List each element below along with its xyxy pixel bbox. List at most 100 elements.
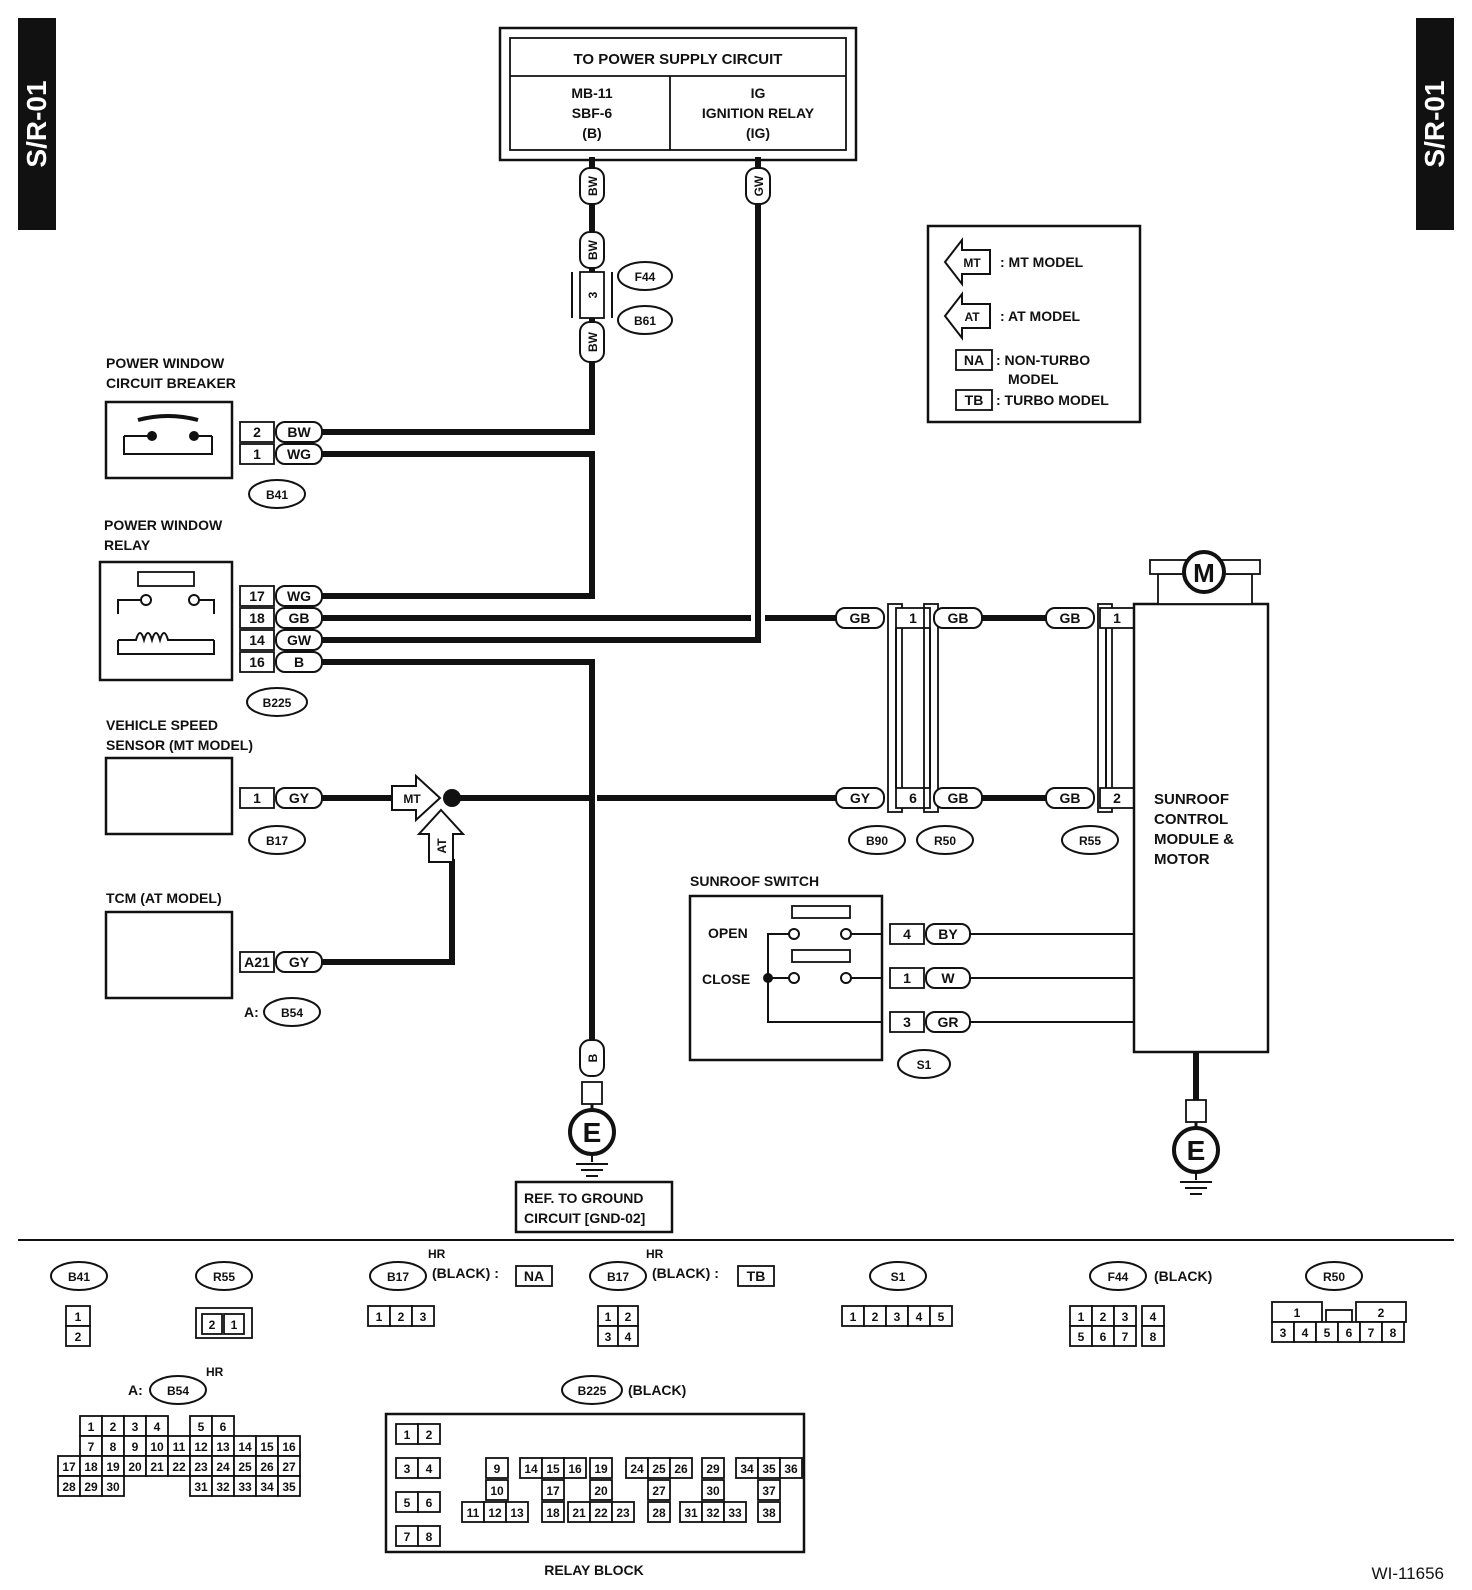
b54-pin-label: 14 bbox=[238, 1440, 252, 1454]
b225-pin-label: 10 bbox=[490, 1484, 504, 1498]
svg-text:B17: B17 bbox=[387, 1270, 409, 1284]
b225-pin bbox=[701, 1479, 725, 1501]
b225-pin-label: 32 bbox=[706, 1506, 720, 1520]
pin-s1-1: 1 bbox=[903, 970, 911, 986]
wire-bw-3: BW bbox=[586, 331, 600, 352]
f44-pin-label: 3 bbox=[1122, 1310, 1129, 1324]
svg-text:3: 3 bbox=[420, 1310, 427, 1324]
sunroof-label-2: CONTROL bbox=[1154, 811, 1228, 828]
relay-label-2: RELAY bbox=[104, 537, 151, 553]
b225-pin bbox=[723, 1501, 747, 1523]
b54-pin-label: 3 bbox=[132, 1420, 139, 1434]
wire-bw-b41: BW bbox=[287, 424, 311, 440]
wire-b-relay: B bbox=[294, 654, 304, 670]
b54-pin-label: 23 bbox=[194, 1460, 208, 1474]
b54-pin-label: 30 bbox=[106, 1480, 120, 1494]
f44-pin-label: 7 bbox=[1122, 1330, 1129, 1344]
b54-pin-label: 20 bbox=[128, 1460, 142, 1474]
wire-gw-1: GW bbox=[752, 175, 766, 196]
b225-pin bbox=[541, 1479, 565, 1501]
conn-b41: B41 bbox=[266, 488, 288, 502]
b54-pin-label: 22 bbox=[172, 1460, 186, 1474]
svg-text:F44: F44 bbox=[1108, 1270, 1129, 1284]
relay-label-1: POWER WINDOW bbox=[104, 517, 223, 533]
wire-by: BY bbox=[938, 926, 958, 942]
b225-pin bbox=[589, 1457, 613, 1479]
b54-pin-label: 28 bbox=[62, 1480, 76, 1494]
pin-r55-1: 1 bbox=[1113, 610, 1121, 626]
b54-pin-label: 10 bbox=[150, 1440, 164, 1454]
b54-pin-label: 8 bbox=[110, 1440, 117, 1454]
pin-b41-1: 1 bbox=[253, 446, 261, 462]
b225-pin-label: 1 bbox=[404, 1428, 411, 1442]
s1-pin-label: 3 bbox=[894, 1310, 901, 1324]
b225-pin bbox=[541, 1501, 565, 1523]
wire-gr: GR bbox=[938, 1014, 959, 1030]
f44-pin-label: 5 bbox=[1078, 1330, 1085, 1344]
f44-pin-label: 2 bbox=[1100, 1310, 1107, 1324]
wire-gb-r50-2: GB bbox=[948, 790, 969, 806]
power-supply-left-1: MB-11 bbox=[571, 85, 612, 101]
b54-pin-label: 4 bbox=[154, 1420, 161, 1434]
svg-text:3: 3 bbox=[605, 1330, 612, 1344]
b225-pin bbox=[589, 1479, 613, 1501]
pin-b41-2: 2 bbox=[253, 424, 261, 440]
conn-r50: R50 bbox=[934, 834, 956, 848]
at-arrow: AT bbox=[435, 838, 449, 854]
b225-pin-label: 8 bbox=[426, 1530, 433, 1544]
r50-pin-label: 5 bbox=[1324, 1326, 1331, 1340]
ground-e-symbol: E bbox=[583, 1117, 602, 1148]
b225-pin bbox=[647, 1501, 671, 1523]
b225-pin-label: 24 bbox=[630, 1462, 644, 1476]
legend-na-text-1: : NON-TURBO bbox=[996, 352, 1090, 368]
b225-pin bbox=[647, 1479, 671, 1501]
switch-title: SUNROOF SWITCH bbox=[690, 873, 819, 889]
power-supply-right-3: (IG) bbox=[746, 125, 770, 141]
b54-pin bbox=[101, 1475, 125, 1497]
b225-pin bbox=[417, 1491, 441, 1513]
pin-b225-16: 16 bbox=[249, 654, 265, 670]
switch-close: CLOSE bbox=[702, 971, 750, 987]
mt-arrow: MT bbox=[403, 792, 421, 806]
svg-text:B41: B41 bbox=[68, 1270, 90, 1284]
b225-pin-label: 15 bbox=[546, 1462, 560, 1476]
b54-pin-label: 9 bbox=[132, 1440, 139, 1454]
power-supply-left-3: (B) bbox=[582, 125, 601, 141]
sunroof-label-4: MOTOR bbox=[1154, 851, 1210, 868]
connector-r55: GB GB 1 2 R55 bbox=[1045, 603, 1135, 855]
b54-pin-label: 17 bbox=[62, 1460, 76, 1474]
b225-pin-label: 36 bbox=[784, 1462, 798, 1476]
b225-pin-label: 13 bbox=[510, 1506, 524, 1520]
b225-pin-label: 31 bbox=[684, 1506, 698, 1520]
svg-text:2: 2 bbox=[75, 1330, 82, 1344]
wire-gy-b90: GY bbox=[850, 790, 871, 806]
conn-b54-prefix: A: bbox=[244, 1004, 259, 1020]
wire-gw-relay: GW bbox=[287, 632, 312, 648]
svg-text:B54: B54 bbox=[167, 1384, 189, 1398]
circuit-breaker: POWER WINDOW CIRCUIT BREAKER 2 1 BW WG B… bbox=[104, 355, 323, 509]
b225-pin-label: 18 bbox=[546, 1506, 560, 1520]
conn-b90: B90 bbox=[866, 834, 888, 848]
b225-pin bbox=[505, 1501, 529, 1523]
svg-text:HR: HR bbox=[206, 1365, 224, 1379]
conn-b17: B17 bbox=[266, 834, 288, 848]
f44-pin-label: 1 bbox=[1078, 1310, 1085, 1324]
sunroof-label-3: MODULE & bbox=[1154, 831, 1234, 848]
s1-pin-label: 5 bbox=[938, 1310, 945, 1324]
connector-view-b17-tb: B17 HR (BLACK) : TB 1 2 3 4 bbox=[589, 1247, 775, 1347]
page-code-left: S/R-01 bbox=[21, 80, 52, 167]
pin-r55-2: 2 bbox=[1113, 790, 1121, 806]
legend-mt-arrow: MT bbox=[963, 256, 981, 270]
svg-text:1: 1 bbox=[376, 1310, 383, 1324]
b225-pin-label: 7 bbox=[404, 1530, 411, 1544]
b225-pin bbox=[757, 1479, 781, 1501]
legend-tb-text: : TURBO MODEL bbox=[996, 392, 1109, 408]
wire-gb-r55-2: GB bbox=[1060, 790, 1081, 806]
b54-pin-label: 19 bbox=[106, 1460, 120, 1474]
b54-pin-label: 11 bbox=[173, 1440, 186, 1454]
b54-pin-label: 25 bbox=[238, 1460, 252, 1474]
svg-text:HR: HR bbox=[646, 1247, 664, 1261]
wire-wg-b41: WG bbox=[287, 446, 311, 462]
wire-gb-b90: GB bbox=[850, 610, 871, 626]
